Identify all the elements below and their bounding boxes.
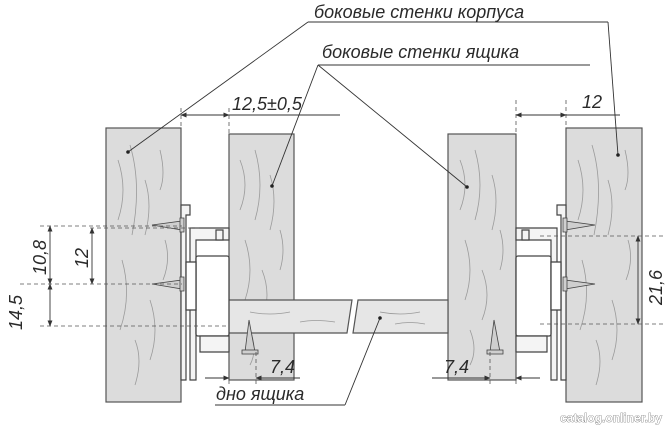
dimension-right-height-label: 21,6: [646, 269, 666, 306]
leader-cabinet-sides: [126, 21, 620, 157]
leader-drawer-sides: [270, 64, 590, 189]
dimension-gap-left: [180, 108, 340, 205]
drawer-bottom-panel: [227, 299, 449, 334]
label-cabinet-sides: боковые стенки корпуса: [314, 2, 524, 22]
slide-right: [515, 204, 567, 381]
screw-right-bottom: [486, 319, 504, 355]
label-drawer-bottom: дно ящика: [216, 384, 304, 404]
dimension-bottom-right-label: 7,4: [444, 357, 469, 377]
slide-left: [180, 204, 230, 381]
leader-drawer-bottom: [215, 316, 382, 406]
dimension-gap-left-label: 12,5±0,5: [232, 94, 303, 114]
drawer-side-left: [228, 133, 295, 381]
dimension-left-inner-label: 12: [72, 248, 92, 268]
dimension-gap-right: [515, 100, 620, 134]
cabinet-side-right: [565, 127, 643, 403]
cabinet-side-left: [105, 127, 182, 403]
dimension-left-vertical: [20, 225, 228, 327]
dimension-left-upper-label: 10,8: [30, 240, 50, 275]
dimension-right-vertical: [540, 235, 665, 325]
label-drawer-sides: боковые стенки ящика: [322, 42, 519, 62]
screw-right-upper: [562, 217, 596, 233]
screw-left-bottom: [241, 319, 259, 355]
watermark-text: catalog.onliner.by: [560, 411, 662, 425]
drawer-side-right: [447, 133, 517, 381]
dimension-left-outer-label: 14,5: [6, 294, 26, 330]
dimension-bottom-left-label: 7,4: [270, 357, 295, 377]
dimension-bottom-right: [432, 352, 540, 385]
dimension-gap-right-label: 12: [582, 92, 602, 112]
dimension-bottom-left: [205, 352, 300, 385]
screw-right-lower: [562, 276, 596, 292]
